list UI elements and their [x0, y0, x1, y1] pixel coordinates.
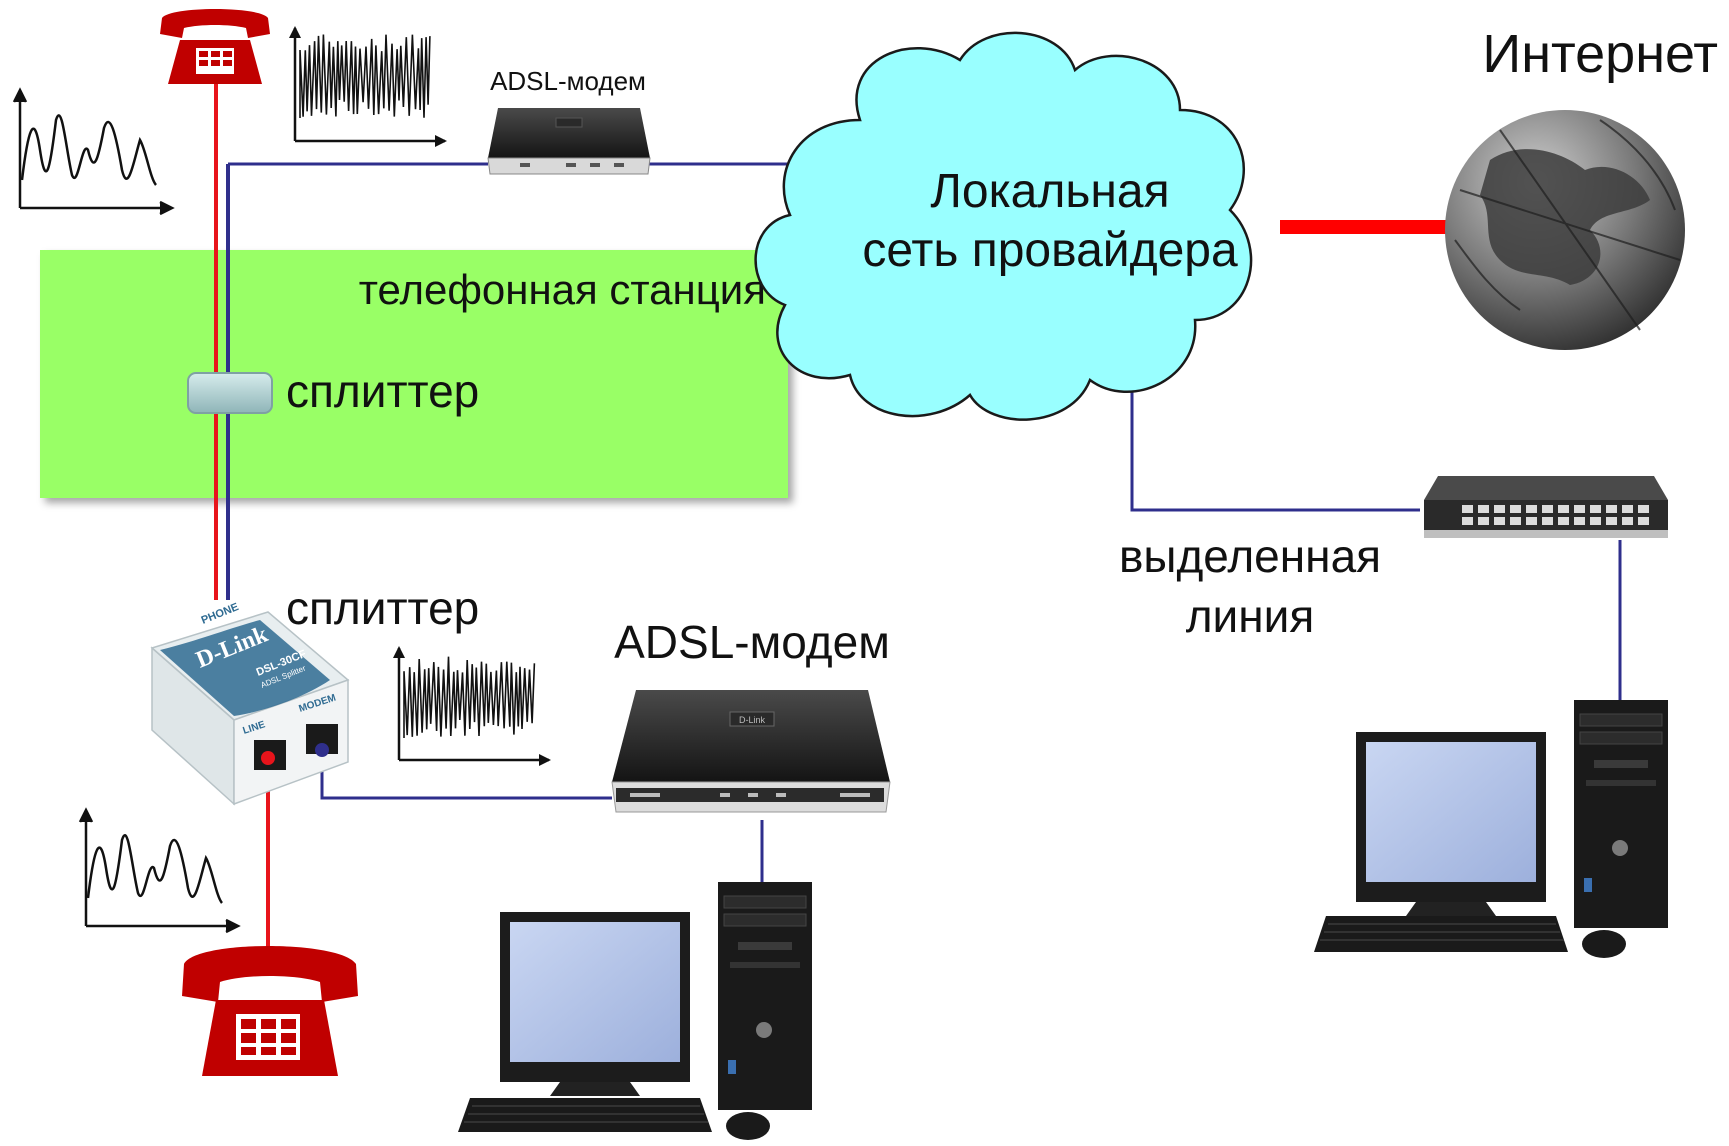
network-switch: [1424, 476, 1668, 538]
desktop-computer-home: [458, 882, 812, 1140]
internet-label: Интернет: [1482, 24, 1718, 84]
switch-port: [1638, 505, 1649, 513]
data-line-splitter-modem: [320, 758, 612, 800]
switch-port: [1558, 505, 1569, 513]
modem-exchange-label: ADSL-модем: [490, 66, 646, 96]
switch-port: [1606, 517, 1617, 525]
leased-line-label-line2: линия: [1186, 590, 1315, 642]
switch-port: [1526, 517, 1537, 525]
leased-line: [1130, 388, 1420, 512]
switch-port: [1462, 505, 1473, 513]
analog-signal-top: [12, 87, 175, 216]
telephone-icon-bottom: [182, 946, 358, 1076]
analog-signal-bottom: [78, 807, 241, 934]
switch-port: [1542, 517, 1553, 525]
switch-port: [1478, 517, 1489, 525]
exchange-splitter: [187, 372, 273, 414]
switch-port: [1590, 517, 1601, 525]
adsl-modem-home: D-Link: [611, 690, 891, 813]
digital-signal-bottom: [393, 646, 551, 766]
adsl-modem-exchange: [487, 108, 651, 175]
desktop-computer-office: [1314, 700, 1668, 958]
switch-port: [1606, 505, 1617, 513]
switch-port: [1542, 505, 1553, 513]
provider-network-label-line2: сеть провайдера: [862, 224, 1238, 277]
globe-icon: [1445, 110, 1685, 350]
exchange-splitter-label: сплиттер: [286, 365, 479, 417]
switch-port: [1622, 505, 1633, 513]
modem-home-label: ADSL-модем: [614, 616, 890, 668]
switch-port: [1574, 517, 1585, 525]
switch-port: [1558, 517, 1569, 525]
switch-port: [1478, 505, 1489, 513]
splitter-home-label: сплиттер: [286, 582, 479, 634]
exchange-label: телефонная станция: [359, 266, 766, 313]
switch-port: [1638, 517, 1649, 525]
switch-port: [1590, 505, 1601, 513]
telephone-icon-top: [160, 9, 270, 84]
switch-port: [1494, 505, 1505, 513]
switch-port: [1574, 505, 1585, 513]
switch-port: [1462, 517, 1473, 525]
switch-port: [1510, 517, 1521, 525]
dlink-splitter: D-Link PHONE DSL-30CF ADSL Splitter LINE…: [150, 601, 350, 806]
switch-port: [1526, 505, 1537, 513]
leased-line-label-line1: выделенная: [1119, 530, 1381, 582]
switch-port: [1494, 517, 1505, 525]
switch-port: [1622, 517, 1633, 525]
provider-cloud: [754, 31, 1253, 421]
digital-signal-top: [289, 26, 447, 147]
switch-port: [1510, 505, 1521, 513]
modem-brand: D-Link: [739, 715, 766, 725]
provider-network-label-line1: Локальная: [930, 165, 1169, 218]
exchange-box: [40, 250, 788, 498]
